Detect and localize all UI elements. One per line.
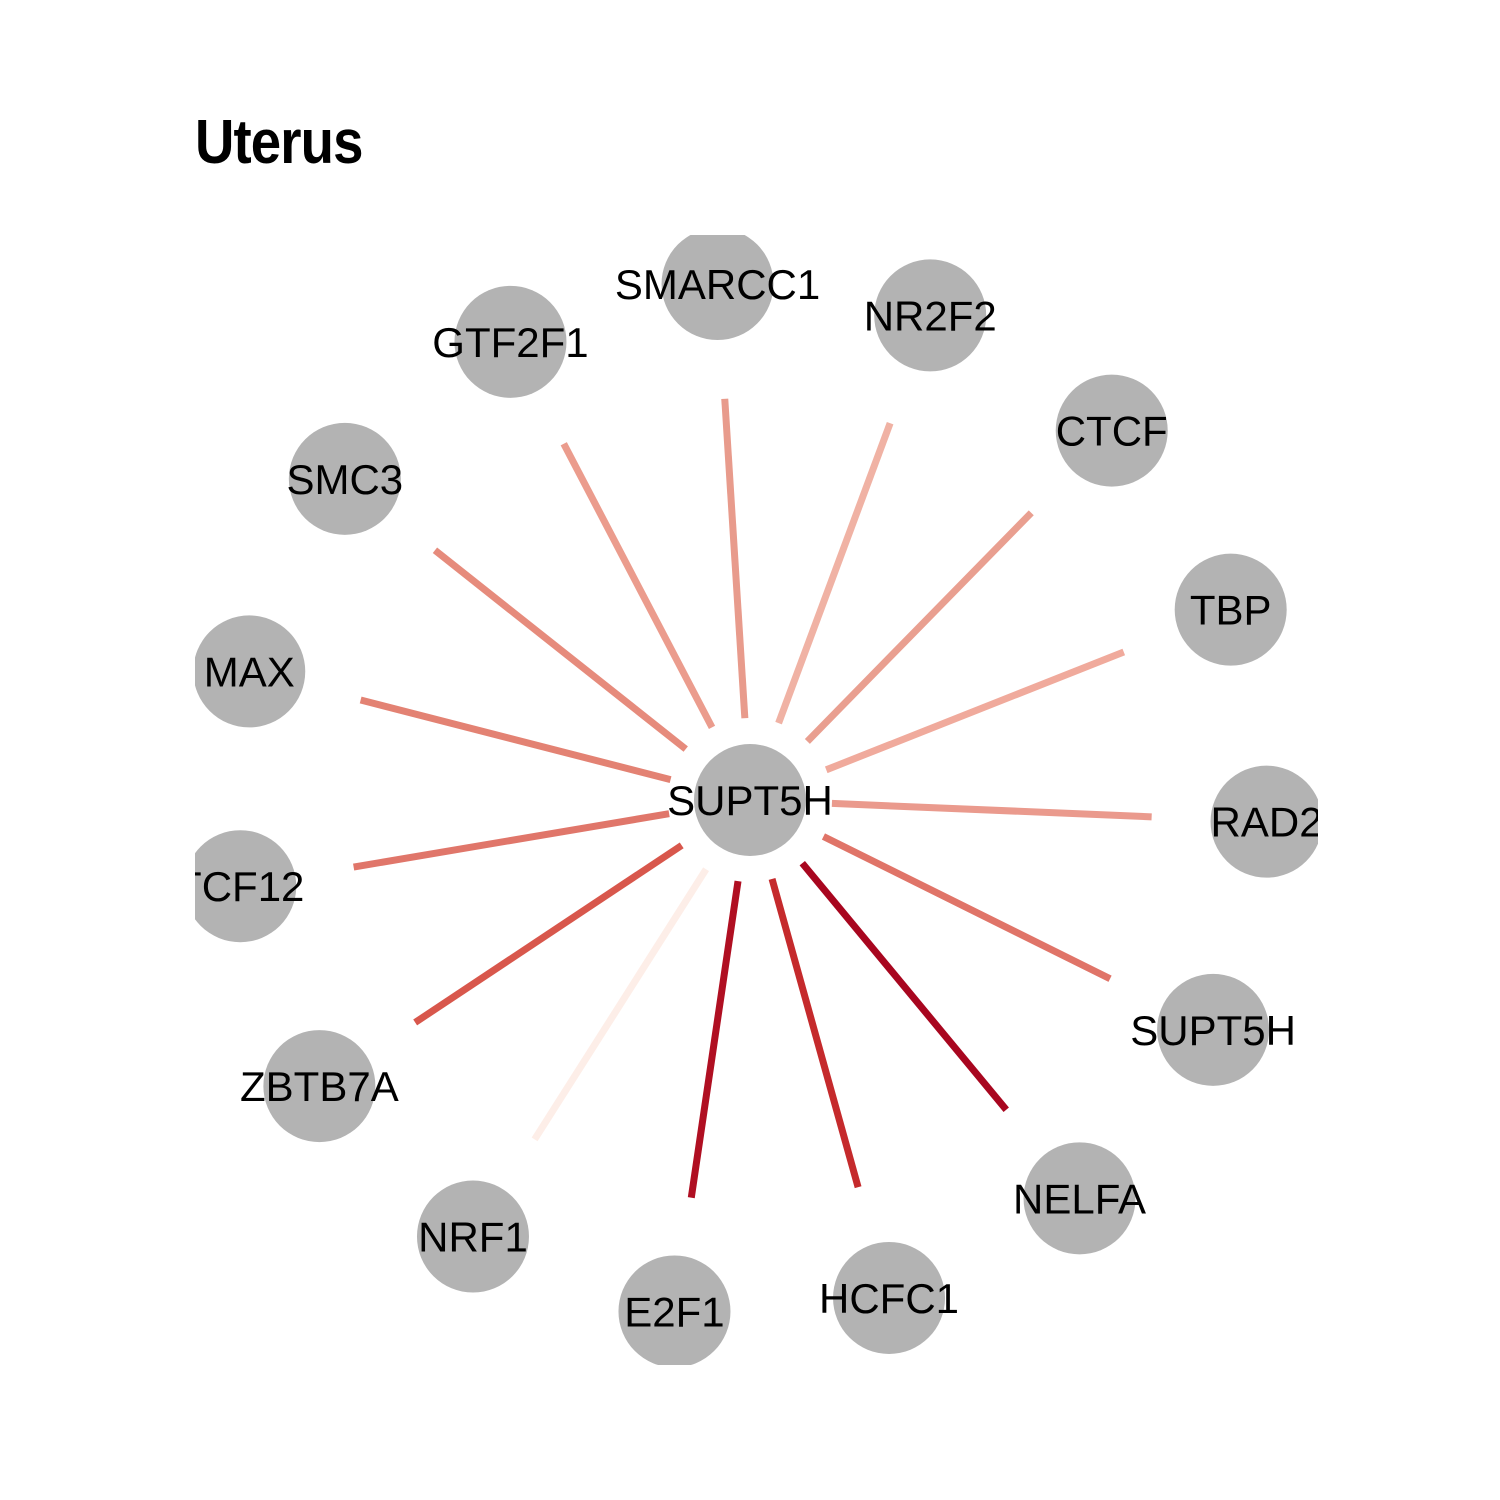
edge-zbtb7a (413, 842, 684, 1026)
edge-layer (353, 398, 1152, 1199)
node-gtf2f1: GTF2F1 (432, 285, 589, 398)
node-label-max: MAX (204, 648, 295, 695)
edge-ctcf (804, 510, 1034, 744)
edge-nelfa (799, 860, 1009, 1112)
node-hub-supt5h: SUPT5H (667, 744, 833, 856)
node-label-hcfc1: HCFC1 (819, 1275, 959, 1322)
node-label-tbp: TBP (1190, 587, 1272, 634)
edge-hcfc1 (768, 878, 862, 1189)
edge-tbp (824, 648, 1126, 774)
node-layer: SMARCC1NR2F2CTCFTBPRAD2SUPT5HNELFAHCFC1E… (176, 235, 1323, 1365)
node-hcfc1: HCFC1 (819, 1241, 959, 1354)
node-max: MAX (195, 615, 306, 728)
node-label-smc3: SMC3 (286, 456, 403, 503)
node-label-ctcf: CTCF (1056, 408, 1168, 455)
network-panel: SMARCC1NR2F2CTCFTBPRAD2SUPT5HNELFAHCFC1E… (176, 235, 1323, 1365)
edge-nrf1 (531, 867, 710, 1142)
node-label-zbtb7a: ZBTB7A (240, 1063, 399, 1110)
node-tcf12: TCF12 (176, 830, 304, 943)
edge-rad21 (831, 799, 1152, 821)
node-label-e2f1: E2F1 (624, 1288, 724, 1335)
node-label-smarcc1: SMARCC1 (615, 261, 820, 308)
node-ctcf: CTCF (1055, 374, 1168, 487)
node-nr2f2: NR2F2 (864, 259, 997, 372)
edge-e2f1 (687, 880, 742, 1199)
node-supt5h_2: SUPT5H (1130, 973, 1296, 1086)
node-label-nelfa: NELFA (1013, 1175, 1146, 1222)
edge-smarcc1 (721, 398, 749, 719)
node-label-gtf2f1: GTF2F1 (432, 319, 588, 366)
edge-gtf2f1 (560, 442, 716, 729)
edge-nr2f2 (775, 421, 894, 725)
node-smc3: SMC3 (286, 422, 403, 535)
node-label-tcf12: TCF12 (176, 863, 304, 910)
edge-tcf12 (353, 810, 670, 871)
edge-smc3 (432, 547, 688, 752)
node-tbp: TBP (1174, 553, 1287, 666)
node-smarcc1: SMARCC1 (615, 235, 820, 341)
node-zbtb7a: ZBTB7A (240, 1030, 399, 1143)
edge-supt5h_2 (821, 833, 1112, 982)
edge-max (359, 696, 672, 783)
node-label-hub: SUPT5H (667, 777, 833, 824)
node-label-rad21: RAD2 (1211, 799, 1323, 846)
node-nrf1: NRF1 (416, 1180, 529, 1293)
node-label-nr2f2: NR2F2 (864, 292, 997, 339)
node-nelfa: NELFA (1013, 1142, 1146, 1255)
node-label-supt5h_2: SUPT5H (1130, 1007, 1296, 1054)
node-e2f1: E2F1 (618, 1255, 731, 1365)
node-rad21: RAD2 (1211, 765, 1323, 878)
figure-title: Uterus (195, 108, 363, 177)
node-label-nrf1: NRF1 (418, 1214, 528, 1261)
